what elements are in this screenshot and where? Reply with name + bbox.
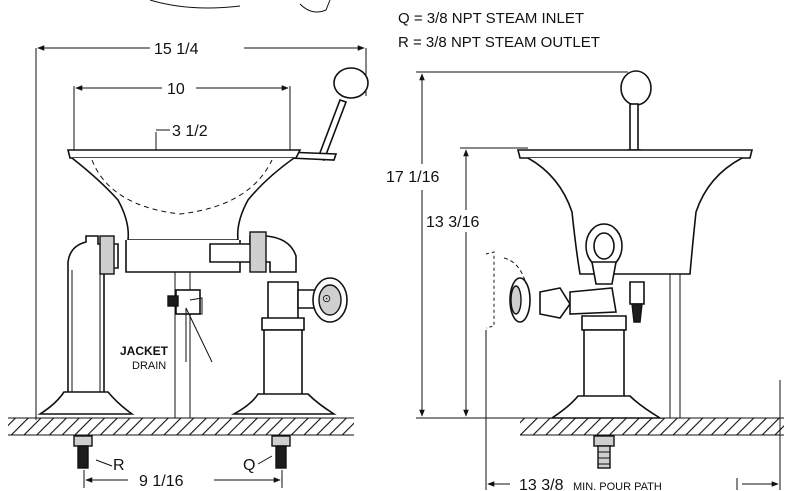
handle-knob (333, 67, 369, 99)
port-q-label: Q (243, 457, 255, 474)
front-view: 15 1/4 10 3 1/2 (8, 41, 369, 490)
overall-height-label: 17 1/16 (386, 169, 439, 186)
floor-hatch-left (8, 418, 354, 435)
bowl-height-label: 13 3/16 (426, 214, 479, 231)
legend-inlet: Q = 3/8 NPT STEAM INLET (398, 10, 584, 27)
pour-path-note: MIN. POUR PATH (573, 481, 662, 491)
jacket-drain-label-2: DRAIN (132, 360, 166, 372)
cropped-figure-top (149, 0, 331, 13)
floor-hatch-right (520, 418, 784, 435)
bowl-depth-label: 3 1/2 (172, 123, 208, 140)
port-r-label: R (113, 457, 125, 474)
side-handle-knob (620, 70, 652, 106)
pour-path-value: 13 3/8 (519, 477, 564, 491)
valve-face-text: ⊙ (322, 293, 331, 305)
port-spacing-label: 9 1/16 (139, 473, 184, 490)
overall-width-label: 15 1/4 (154, 41, 199, 58)
jacket-drain-label-1: JACKET (120, 344, 169, 358)
bowl-diameter-label: 10 (167, 81, 185, 98)
side-view: 17 1/16 13 3/16 (386, 70, 784, 491)
legend-outlet: R = 3/8 NPT STEAM OUTLET (398, 34, 600, 51)
